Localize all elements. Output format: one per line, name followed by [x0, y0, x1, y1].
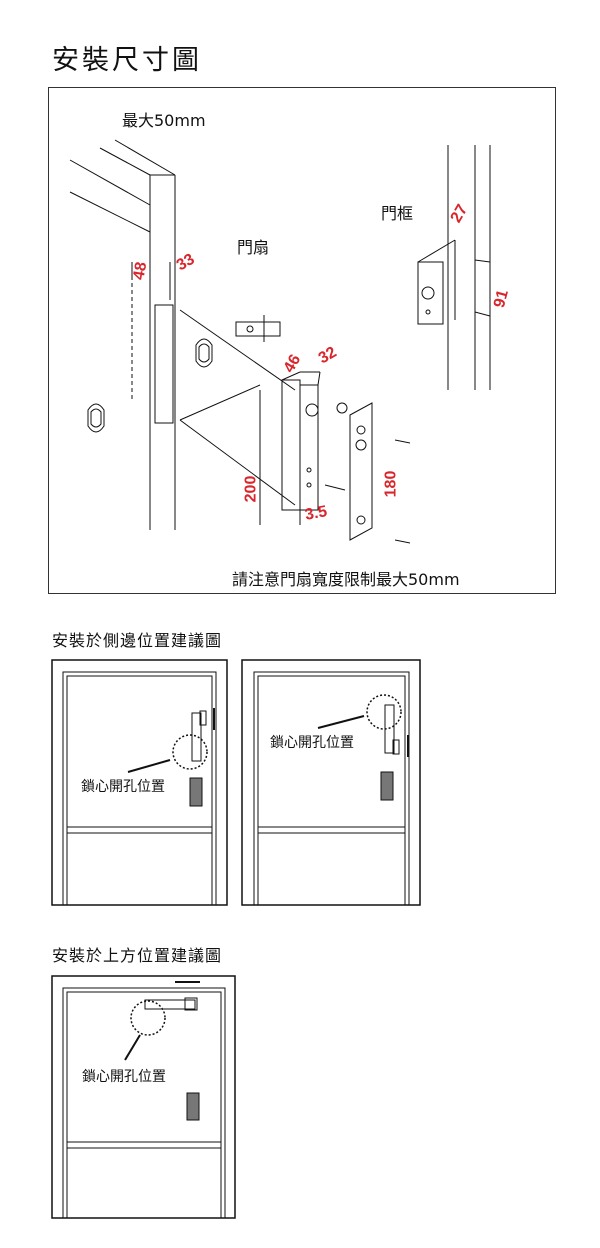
side-left-callout: 鎖心開孔位置: [81, 779, 165, 795]
width-note: 請注意門扇寬度限制最大50mm: [232, 570, 460, 589]
door-leaf-label: 門扇: [237, 238, 270, 257]
side-section-title: 安裝於側邊位置建議圖: [52, 631, 223, 650]
door-leaf-drawing: [69, 139, 296, 530]
side-right-callout: 鎖心開孔位置: [270, 735, 354, 751]
page-title: 安裝尺寸圖: [52, 45, 202, 76]
door-frame-label: 門框: [381, 204, 414, 223]
max-width-label: 最大50mm: [122, 111, 206, 130]
installation-diagram-frame: [48, 87, 556, 594]
lock-body-drawing: [259, 371, 348, 525]
top-section-title: 安裝於上方位置建議圖: [52, 946, 223, 965]
top-callout: 鎖心開孔位置: [82, 1069, 166, 1085]
door-frame-drawing: [417, 145, 491, 390]
face-plate-drawing: [349, 402, 411, 544]
